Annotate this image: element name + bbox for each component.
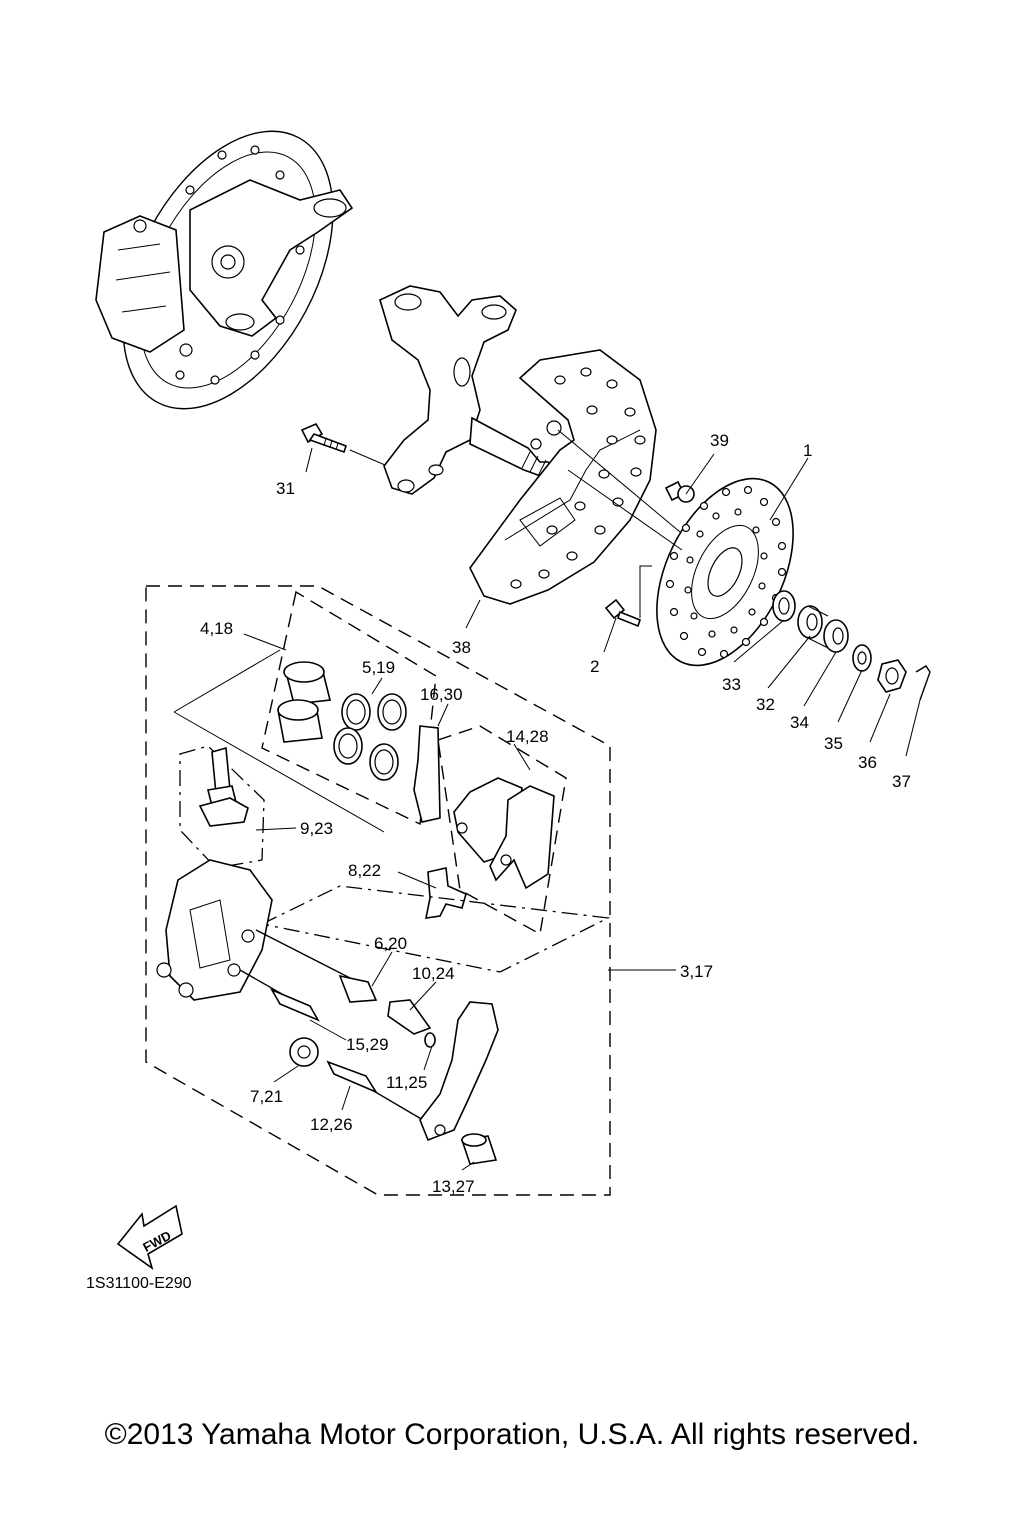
callout-37: 37 [892,772,911,791]
inset-caliper [95,215,185,353]
rotor-guard [469,349,657,605]
caliper-bracket [419,1001,499,1142]
sleeve-13 [460,1133,498,1165]
callout-7-21: 7,21 [250,1087,283,1106]
callout-32: 32 [756,695,775,714]
copyright-notice: ©2013 Yamaha Motor Corporation, U.S.A. A… [104,1418,920,1451]
hub-parts [772,590,931,701]
callout-13-27: 13,27 [432,1177,475,1196]
callout-9-23: 9,23 [300,819,333,838]
callout-35: 35 [824,734,843,753]
steering-knuckle [379,285,558,495]
pistons [277,661,331,743]
leader-lines [243,447,921,1171]
fwd-arrow: FWD [116,1204,183,1270]
callout-34: 34 [790,713,809,732]
callout-6-20: 6,20 [374,934,407,953]
pad-shim [413,725,441,823]
bolt-2 [604,598,641,628]
guard-holes [510,367,646,589]
callout-39: 39 [710,431,729,450]
callout-labels: 39 1 31 4,18 38 2 5,19 16,30 33 32 34 35… [200,431,911,1196]
callout-31: 31 [276,479,295,498]
callout-14-28: 14,28 [506,727,549,746]
assembled-view [95,130,354,410]
callout-3-17: 3,17 [680,962,713,981]
callout-1: 1 [803,441,812,460]
bleed-screw [198,746,249,827]
kit-boundary [145,585,611,1196]
pad-spring [424,867,467,919]
callout-16-30: 16,30 [420,685,463,704]
callout-8-22: 8,22 [348,861,381,880]
slide-pins [239,929,441,1131]
brake-disc [656,477,794,667]
caliper-body [156,859,273,1001]
callout-33: 33 [722,675,741,694]
callout-38: 38 [452,638,471,657]
bolt-39 [664,480,695,503]
callout-4-18: 4,18 [200,619,233,638]
callout-2: 2 [590,657,599,676]
callout-11-25: 11,25 [386,1073,427,1092]
inset-knuckle [189,179,354,337]
callout-5-19: 5,19 [362,658,395,677]
callout-36: 36 [858,753,877,772]
diagram-part-id: 1S31100-E290 [86,1275,192,1292]
callout-15-29: 15,29 [346,1035,389,1054]
bolt-31 [300,422,348,454]
brake-pads [453,777,555,890]
callout-10-24: 10,24 [412,964,455,983]
callout-12-26: 12,26 [310,1115,353,1134]
seals [333,693,407,781]
